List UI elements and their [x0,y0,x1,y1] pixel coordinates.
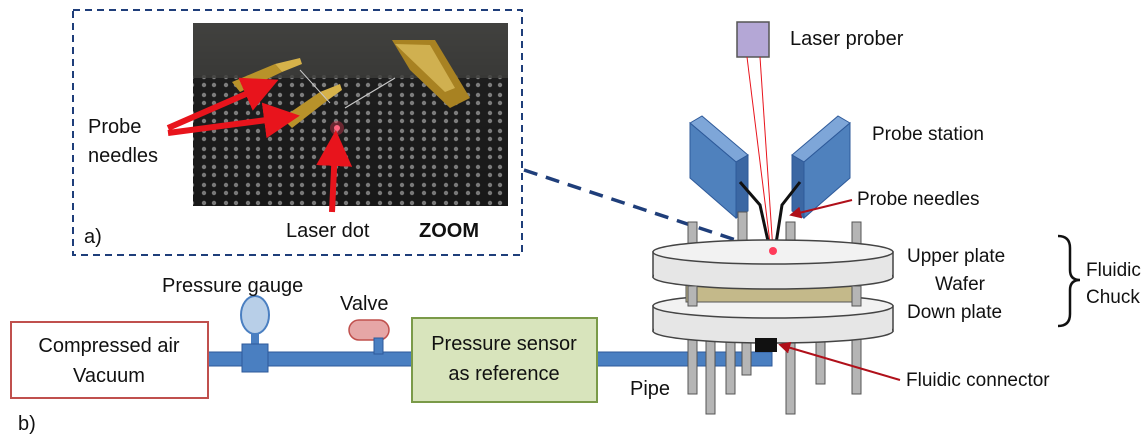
fluidic-connector-label: Fluidic connector [906,370,1050,391]
fluidic-connector-icon [755,338,777,352]
fluidic-chuck-label-line1: Fluidic [1086,260,1141,281]
pipe-label: Pipe [630,378,670,400]
upper-plate [653,240,893,289]
pressure-sensor-box [412,318,597,402]
laser-dot-arrow [332,148,335,212]
pressure-gauge-icon [241,296,269,372]
valve-label: Valve [340,293,389,315]
zoom-probe-needles-label-line1: Probe [88,116,141,138]
upper-plate-label: Upper plate [907,246,1005,267]
fluidic-chuck-label-line2: Chuck [1086,287,1140,308]
laser-beam-left [747,57,771,251]
zoom-photo [193,23,508,206]
chuck-brace [1058,236,1080,326]
laser-prober-label: Laser prober [790,28,904,50]
compressed-air-label-line2: Vacuum [73,365,145,387]
fluidic-connector-pointer [784,346,900,380]
panel-label-a: a) [84,226,102,248]
probe-station-left [690,116,748,218]
zoom-probe-needles-label-line2: needles [88,145,158,167]
pressure-gauge-label: Pressure gauge [162,275,303,297]
panel-label-b: b) [18,413,36,435]
zoom-label: ZOOM [419,220,479,242]
compressed-air-label-line1: Compressed air [38,335,180,357]
down-plate-label: Down plate [907,302,1002,323]
laser-prober-box [737,22,769,57]
probe-needles-label: Probe needles [857,189,980,210]
pressure-sensor-label-line1: Pressure sensor [431,333,577,355]
probe-station-label: Probe station [872,124,984,145]
wafer-label: Wafer [935,274,986,295]
laser-dot-label: Laser dot [286,220,370,242]
valve-icon [349,320,389,354]
laser-beam-right [760,57,773,251]
pressure-sensor-label-line2: as reference [448,363,559,385]
